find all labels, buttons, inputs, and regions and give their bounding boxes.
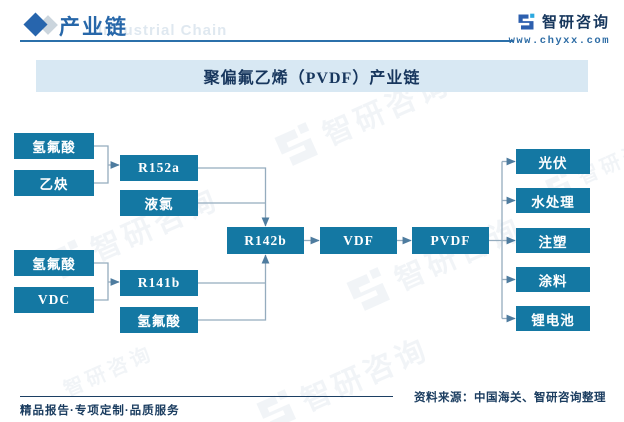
brand-website: www.chyxx.com: [508, 35, 610, 47]
node-pvdf: PVDF: [412, 227, 489, 254]
data-source-text: 资料来源：中国海关、智研咨询整理: [414, 392, 606, 404]
node-hydrofluoric-acid-3: 氢氟酸: [120, 307, 198, 333]
brand-logo-icon: [516, 12, 536, 32]
brand-block: 智研咨询 www.chyxx.com: [509, 11, 610, 47]
node-lithium-battery: 锂电池: [516, 306, 590, 331]
footer-tagline: 精品报告·专项定制·品质服务: [20, 405, 180, 417]
node-r152a: R152a: [120, 155, 198, 181]
header-rule: [20, 40, 514, 42]
node-liquid-chlorine: 液氯: [120, 190, 198, 216]
node-vdf: VDF: [320, 227, 397, 254]
node-acetylene: 乙炔: [14, 170, 94, 196]
chart-title: 聚偏氟乙烯（PVDF）产业链: [203, 70, 421, 87]
node-vdc: VDC: [14, 287, 94, 313]
chart-title-bar: 聚偏氟乙烯（PVDF）产业链: [36, 60, 588, 92]
node-hydrofluoric-acid-1: 氢氟酸: [14, 133, 94, 159]
header-watermark-text: Industrial Chain: [98, 22, 228, 39]
node-water-treatment: 水处理: [516, 188, 590, 213]
node-hydrofluoric-acid-2: 氢氟酸: [14, 250, 94, 276]
node-coatings: 涂料: [516, 267, 590, 292]
section-title: 产业链: [59, 16, 128, 39]
footer-rule: [20, 396, 393, 397]
node-injection-molding: 注塑: [516, 228, 590, 253]
node-r141b: R141b: [120, 270, 198, 296]
node-photovoltaic: 光伏: [516, 149, 590, 174]
brand-name: 智研咨询: [541, 14, 610, 31]
node-r142b: R142b: [227, 227, 304, 254]
